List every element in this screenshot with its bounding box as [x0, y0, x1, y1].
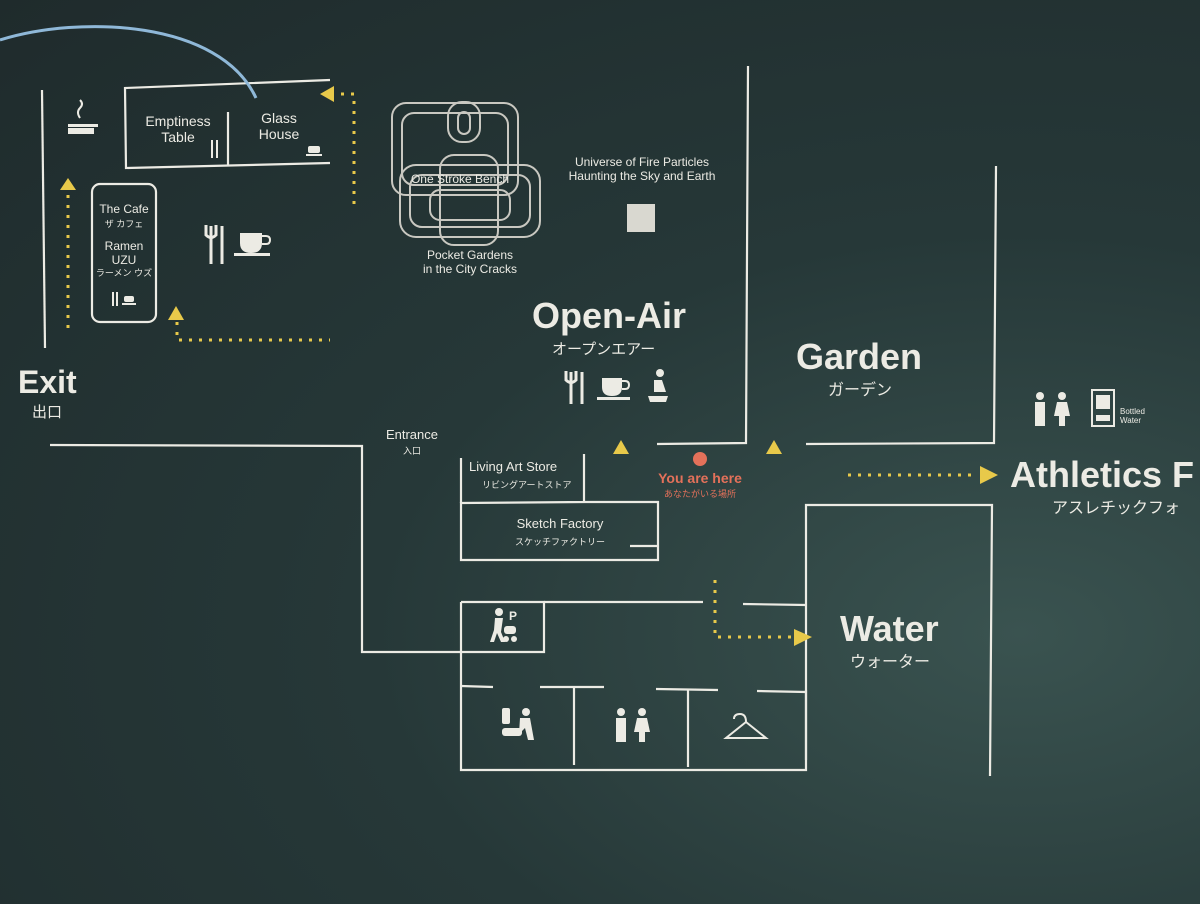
you-are-here-label: You are here — [658, 470, 742, 486]
garden-label: Garden — [796, 336, 923, 377]
coffee-cup-icon — [597, 378, 631, 400]
up-arrow-icon — [168, 306, 184, 320]
cutlery-icon — [204, 225, 224, 264]
athletics-label-jp: アスレチックフォ — [1052, 500, 1181, 517]
restroom-icon — [616, 708, 650, 742]
water-label: Water — [840, 608, 939, 649]
open-air-label-jp: オープンエアー — [552, 341, 656, 358]
walking-routes — [66, 92, 978, 639]
one-stroke-bench-label: One Stroke Bench — [410, 172, 510, 186]
bottled-water-label: Bottled Water — [1120, 407, 1145, 425]
baby-care-icon — [502, 708, 534, 740]
ramen-label: Ramen UZU — [104, 239, 144, 267]
cloakroom-hanger-icon — [723, 712, 769, 739]
glass-house-label: Glass House — [258, 110, 300, 143]
vending-machine-icon — [1091, 389, 1115, 427]
bridge-curve — [0, 25, 258, 99]
water-label-jp: ウォーター — [850, 654, 931, 671]
ramen-label-jp: ラーメン ウズ — [95, 268, 153, 278]
up-arrow-icon — [613, 440, 629, 454]
the-cafe-label-jp: ザ カフェ — [104, 219, 144, 229]
open-air-label: Open-Air — [532, 295, 687, 336]
garden-label-jp: ガーデン — [828, 382, 893, 399]
entrance-label-jp: 入口 — [402, 446, 421, 456]
coffee-cup-icon — [122, 146, 322, 305]
arrow-markers — [60, 86, 998, 646]
exit-label: Exit — [18, 364, 77, 400]
sketch-factory-label: Sketch Factory — [516, 516, 604, 531]
seat-icon — [648, 369, 668, 402]
universe-fire-label: Universe of Fire Particles Haunting the … — [568, 155, 716, 183]
up-arrow-icon — [60, 178, 76, 190]
cutlery-icon — [112, 140, 218, 306]
up-arrow-icon — [766, 440, 782, 454]
svg-text:P: P — [509, 609, 517, 623]
universe-fire-artwork — [627, 204, 655, 232]
cutlery-icon — [564, 371, 584, 404]
living-art-store-label: Living Art Store — [469, 459, 558, 474]
exit-label-jp: 出口 — [32, 404, 63, 421]
smoking-area-icon — [68, 99, 98, 134]
one-stroke-bench-drawing — [391, 101, 541, 246]
you-are-here-dot — [693, 452, 707, 466]
the-cafe-label: The Cafe — [99, 202, 149, 216]
sketch-factory-label-jp: スケッチファクトリー — [514, 537, 605, 547]
coffee-cup-icon — [234, 233, 272, 256]
athletics-label: Athletics F — [1010, 454, 1195, 495]
living-art-store-label-jp: リビングアートストア — [482, 480, 572, 490]
restroom-icon — [1035, 392, 1070, 426]
entrance-label: Entrance — [385, 427, 439, 442]
stroller-parking-icon: P — [490, 608, 517, 642]
wall-lines — [40, 65, 998, 777]
pocket-gardens-label: Pocket Gardens in the City Cracks — [422, 248, 518, 276]
you-are-here-label-jp: あなたがいる場所 — [663, 489, 736, 499]
left-arrow-icon — [320, 86, 334, 102]
right-arrow-icon — [794, 629, 812, 646]
emptiness-table-label: Emptiness Table — [145, 113, 211, 146]
right-arrow-icon — [980, 466, 998, 484]
